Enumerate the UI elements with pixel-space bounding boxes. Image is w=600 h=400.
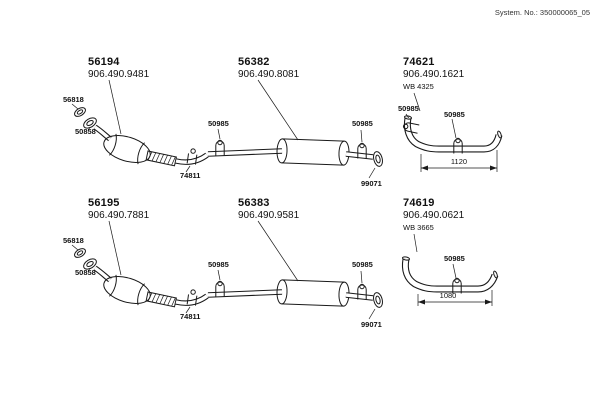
label-rear-clamp: 50985 [352, 260, 373, 269]
oem-number-muffler: 906.490.9581 [238, 210, 300, 221]
part-number-muffler: 56383 [238, 197, 270, 209]
dimension-value: 1080 [440, 291, 457, 300]
label-front-clamp: 74811 [180, 312, 200, 321]
wheelbase-label: WB 3665 [403, 223, 434, 232]
leader-line [451, 118, 457, 139]
label-gasket: 56818 [63, 95, 84, 104]
oem-number-muffler: 906.490.8081 [238, 69, 300, 80]
tailpipe-assembly-1 [402, 92, 503, 172]
oem-number-tailpipe: 906.490.1621 [403, 69, 465, 80]
label-tail-clamp-a: 50985 [444, 254, 465, 263]
part-number-catalyst: 56194 [88, 56, 120, 68]
tail-pipe [403, 115, 503, 153]
part-number-catalyst: 56195 [88, 197, 120, 209]
dimension-arrow [490, 165, 497, 171]
label-tail-clamp-b: 50985 [444, 110, 465, 119]
wheelbase-label: WB 4325 [403, 82, 434, 91]
part-number-tailpipe: 74621 [403, 56, 435, 68]
leader-line [452, 263, 457, 279]
oem-number-tailpipe: 906.490.0621 [403, 210, 465, 221]
oem-number-catalyst: 906.490.9481 [88, 69, 150, 80]
label-flange: 99071 [361, 320, 382, 329]
label-gasket: 56818 [63, 236, 84, 245]
dimension-value: 1120 [451, 157, 467, 166]
tailpipe-assembly-2 [401, 233, 499, 306]
label-rear-clamp: 50985 [352, 119, 373, 128]
exhaust-row-1: 56194 906.490.9481 56818 50858 74811 509… [63, 56, 503, 188]
part-number-muffler: 56382 [238, 56, 270, 68]
dimension-1 [420, 150, 498, 172]
dimension-arrow [418, 299, 425, 305]
exhaust-row-2: 56195 906.490.7881 56818 50858 74811 509… [63, 197, 499, 329]
leader-line [413, 92, 421, 112]
leader-line [413, 233, 418, 253]
label-flange: 99071 [361, 179, 382, 188]
label-seal-ring: 50858 [75, 268, 96, 277]
label-seal-ring: 50858 [75, 127, 96, 136]
label-mid-clamp: 50985 [208, 119, 229, 128]
tail-pipe [401, 256, 499, 293]
label-front-clamp: 74811 [180, 171, 200, 180]
label-tail-clamp-a: 50985 [398, 104, 419, 113]
system-number: System. No.: 350000065_05 [495, 8, 590, 17]
dimension-2 [417, 290, 493, 306]
label-mid-clamp: 50985 [208, 260, 229, 269]
oem-number-catalyst: 906.490.7881 [88, 210, 150, 221]
part-number-tailpipe: 74619 [403, 197, 435, 209]
dimension-arrow [421, 165, 428, 171]
dimension-arrow [485, 299, 492, 305]
